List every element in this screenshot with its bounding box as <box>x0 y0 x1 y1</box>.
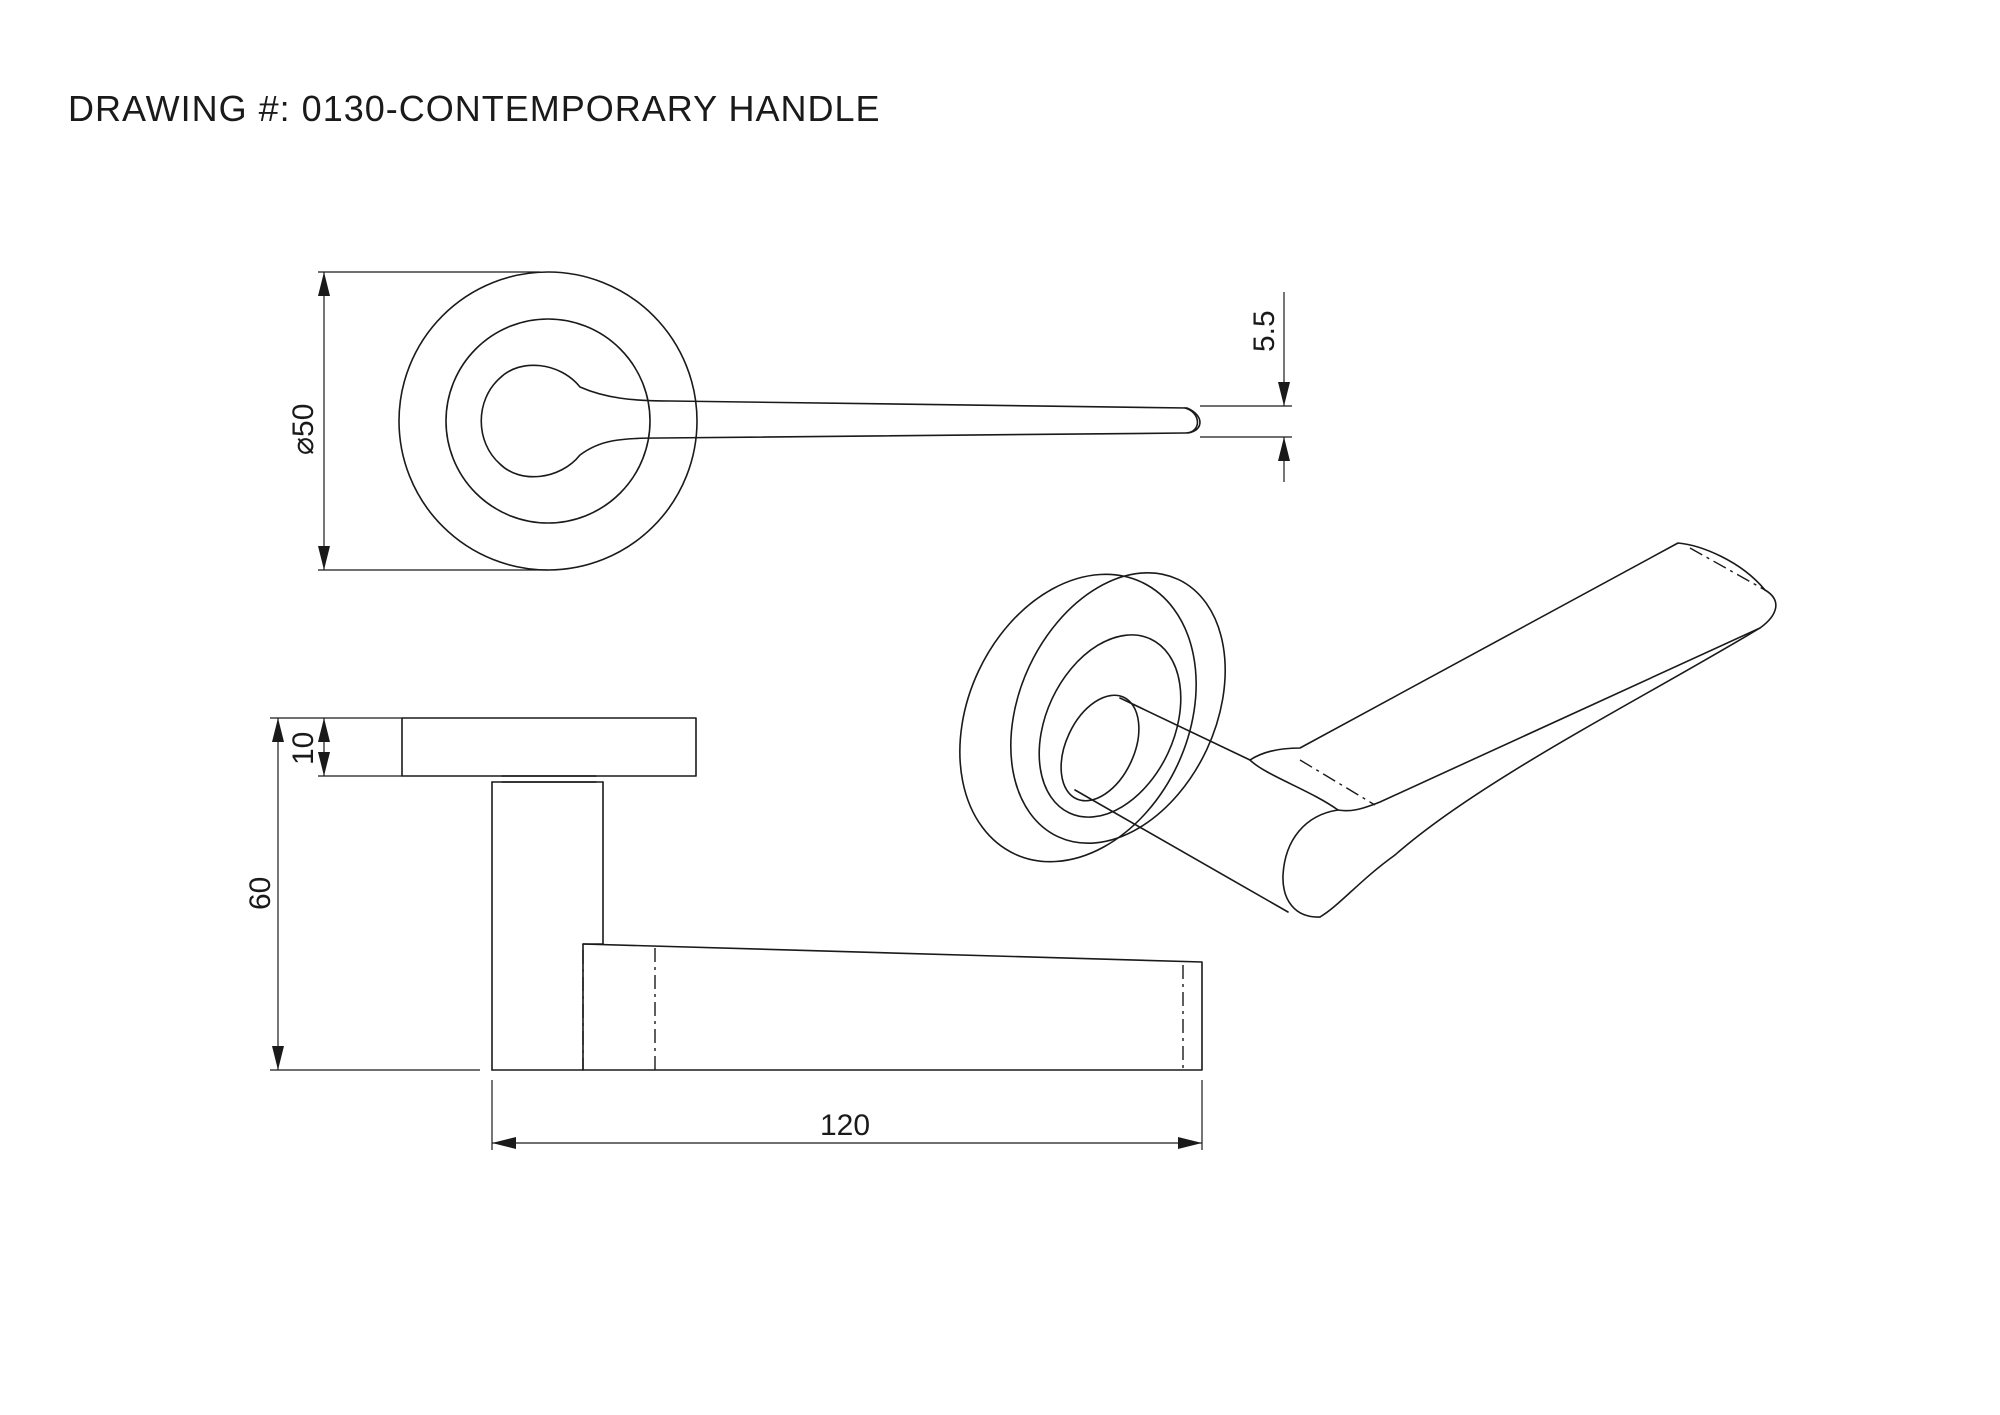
lever-arm-outline <box>582 943 1203 1071</box>
length-label: 120 <box>820 1109 870 1142</box>
rose-outer-circle <box>398 271 698 571</box>
thickness-arrow-bottom <box>1278 437 1290 461</box>
iso-lever-top-face <box>1249 542 1766 761</box>
thickness-label: 5.5 <box>1248 310 1281 352</box>
lever-base-left <box>491 943 604 1071</box>
iso-rose-front <box>1010 572 1226 844</box>
iso-rose-ring <box>1038 634 1182 818</box>
iso-spindle-body <box>1074 697 1289 913</box>
lever-top-outline <box>480 364 1201 478</box>
iso-lever-knuckle-top <box>1249 759 1339 811</box>
iso-lever-lower-edge <box>1319 627 1761 918</box>
iso-lever-knuckle <box>1282 809 1339 918</box>
rose-side-rect <box>401 717 697 777</box>
height-arrow-top <box>272 718 284 742</box>
iso-spindle-end <box>1060 694 1140 802</box>
height-arrow-bottom <box>272 1046 284 1070</box>
length-arrow-right <box>1178 1137 1202 1149</box>
lever-tip-curve <box>1184 407 1199 434</box>
depth-arrow-top <box>318 718 330 742</box>
iso-rose-back <box>959 573 1197 863</box>
thickness-arrow-top <box>1278 382 1290 406</box>
diameter-arrow-bottom <box>318 546 330 570</box>
diameter-label: ⌀50 <box>287 404 320 455</box>
height-label: 60 <box>244 877 277 910</box>
drawing-title: DRAWING #: 0130-CONTEMPORARY HANDLE <box>68 88 881 129</box>
isometric-view <box>959 542 1777 918</box>
length-arrow-left <box>492 1137 516 1149</box>
diameter-arrow-top <box>318 272 330 296</box>
depth-arrow-bottom <box>318 752 330 776</box>
iso-hidden-line-1 <box>1299 759 1376 806</box>
depth-label: 10 <box>287 732 320 765</box>
iso-hidden-line-2 <box>1689 547 1766 591</box>
rose-inner-circle <box>445 318 651 524</box>
iso-lever-upper-edge <box>1337 589 1777 812</box>
top-view: ⌀50 5.5 <box>287 271 1292 571</box>
side-view: 10 60 120 <box>244 717 1203 1150</box>
